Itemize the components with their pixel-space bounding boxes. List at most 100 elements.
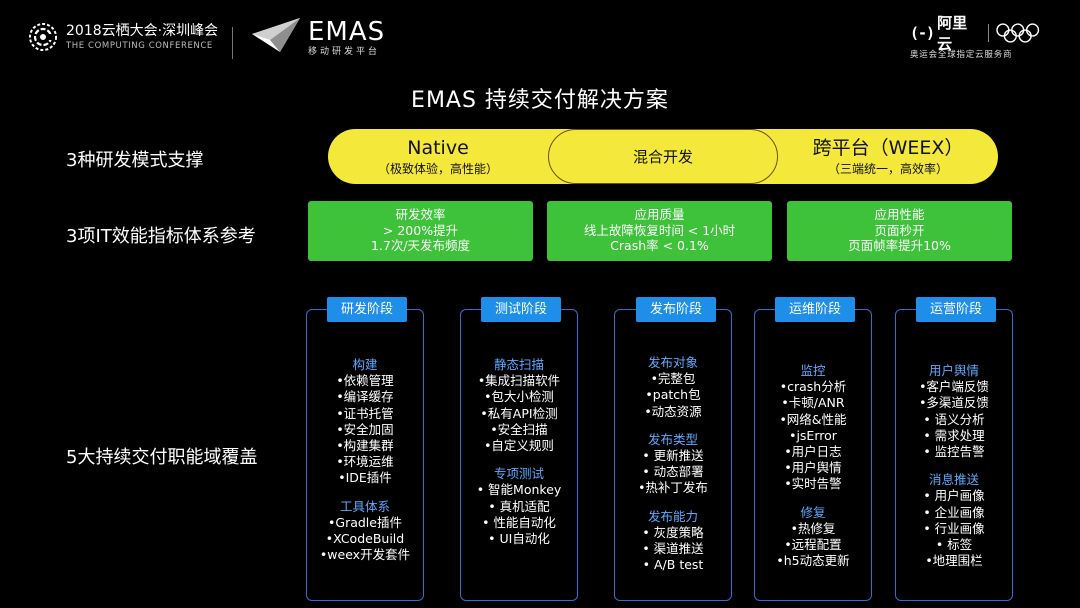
list-item: •jsError [789,427,837,443]
conference-subtitle: THE COMPUTING CONFERENCE [66,40,213,51]
list-item: •包大小检测 [484,389,554,405]
list-item: •客户端反馈 [919,379,989,395]
list-item: • A/B test [642,557,704,573]
stage-tag-operation-growth: 运营阶段 [916,297,996,322]
list-item: •h5动态更新 [776,553,850,569]
metric-line: 研发效率 [395,207,446,222]
section-head: 构建 [352,357,378,372]
list-item: • 真机适配 [488,498,550,514]
list-item: •依赖管理 [336,373,394,389]
aliyun-mark-icon: (-) [910,24,935,42]
stage-tag-release: 发布阶段 [636,297,716,322]
mode-mixed-title: 混合开发 [632,147,693,166]
metric-line: 应用性能 [874,207,925,222]
section-head: 修复 [800,504,826,520]
conference-logo-group: 2018云栖大会·深圳峰会 THE COMPUTING CONFERENCE [28,22,218,52]
list-item: • 动态部署 [642,464,704,480]
list-item: • 标签 [935,537,973,553]
stage-box-release: 发布对象 •完整包 •patch包 •动态资源 发布类型 • 更新推送 • 动态… [614,309,732,601]
metric-box-performance: 应用性能 页面秒开 页面帧率提升10% [787,201,1012,261]
emas-product-subtitle: 移动研发平台 [308,47,381,57]
list-item: •私有API检测 [480,405,558,421]
list-item: • 灰度策略 [642,524,704,540]
stage-box-operations: 监控 •crash分析 •卡顿/ANR •网络&性能 •jsError •用户日… [754,309,872,601]
mode-native: Native （极致体验，高性能） [328,129,626,184]
list-item: • 企业画像 [923,504,985,520]
metric-line: 应用质量 [634,207,685,222]
section-head: 监控 [800,363,826,378]
mode-native-title: Native [407,137,469,159]
section-head: 发布能力 [647,508,698,524]
list-item: • 智能Monkey [476,482,562,498]
emas-logo: EMAS 移动研发平台 [250,16,385,58]
list-item: • 渠道推送 [642,541,704,557]
aliyun-divider [987,24,989,42]
stage-tag-develop: 研发阶段 [327,297,407,322]
list-item: • 更新推送 [642,448,704,464]
mode-mixed: 混合开发 [548,129,778,184]
metric-line: 页面秒开 [874,222,925,238]
list-item: • 语义分析 [923,411,985,427]
list-item: •用户日志 [784,444,842,460]
list-item: •动态资源 [644,403,702,419]
aliyun-logo-group: (-) 阿里云 奥运会全球指定云服务商 [910,14,1040,60]
conference-title: 2018云栖大会·深圳峰会 [66,22,219,39]
list-item: •完整包 [650,371,696,387]
stage-box-operation-growth: 用户舆情 •客户端反馈 •多渠道反馈 • 语义分析 • 需求处理 • 监控告警 … [895,309,1013,601]
emas-paper-plane-icon [252,18,300,52]
mode-weex-title: 跨平台（WEEX） [812,137,964,159]
olympic-rings-icon [995,23,1039,43]
list-item: •XCodeBuild [325,531,405,547]
stage-box-develop: 构建 •依赖管理 •编译缓存 •证书托管 •安全加固 •构建集群 •环境运维 •… [306,309,424,601]
metric-line: 页面帧率提升10% [848,238,951,253]
row-label-domains: 5大持续交付职能域覆盖 [66,447,258,468]
row-label-metrics: 3项IT效能指标体系参考 [66,226,256,247]
list-item: •多渠道反馈 [919,395,989,411]
list-item: • UI自动化 [488,531,550,547]
metric-line: > 200%提升 [382,222,459,238]
list-item: •安全加固 [336,421,394,437]
section-head: 发布对象 [647,355,698,370]
list-item: •weex开发套件 [319,547,411,563]
section-head: 专项测试 [493,466,544,482]
list-item: • 需求处理 [923,427,985,443]
metric-line: 1.7次/天发布频度 [370,238,471,253]
section-head: 静态扫描 [493,357,544,372]
section-head: 用户舆情 [928,363,979,378]
mode-native-subtitle: （极致体验，高性能） [377,162,498,176]
metric-line: Crash率 < 0.1% [610,238,709,253]
header-divider [232,27,233,59]
list-item: •卡顿/ANR [781,395,845,411]
list-item: •热补丁发布 [638,480,708,496]
list-item: •热修复 [790,520,836,536]
list-item: •patch包 [645,387,701,403]
aliyun-brand-name: 阿里云 [937,14,968,53]
list-item: • 行业画像 [923,520,985,536]
section-head: 发布类型 [647,431,698,447]
slide-title: EMAS 持续交付解决方案 [411,88,669,113]
list-item: •远程配置 [784,537,842,553]
section-head: 工具体系 [339,498,390,514]
list-item: •Gradle插件 [328,514,402,530]
list-item: •用户舆情 [784,460,842,476]
list-item: •IDE插件 [338,470,392,486]
list-item: •crash分析 [779,379,847,395]
list-item: •网络&性能 [779,411,847,427]
metric-line: 线上故障恢复时间 < 1小时 [583,222,736,238]
list-item: •环境运维 [336,454,394,470]
list-item: •地理围栏 [925,553,983,569]
stage-tag-test: 测试阶段 [481,297,561,322]
list-item: •安全扫描 [490,421,548,437]
list-item: •证书托管 [336,405,394,421]
list-item: • 用户画像 [923,488,985,504]
list-item: •编译缓存 [336,389,394,405]
row-label-modes: 3种研发模式支撑 [66,150,204,171]
list-item: • 监控告警 [923,444,985,460]
metric-box-quality: 应用质量 线上故障恢复时间 < 1小时 Crash率 < 0.1% [547,201,772,261]
modes-pill-background [328,129,998,184]
metric-box-efficiency: 研发效率 > 200%提升 1.7次/天发布频度 [308,201,533,261]
conference-logo-icon [29,23,57,51]
aliyun-slogan: 奥运会全球指定云服务商 [910,50,1013,60]
stage-tag-operations: 运维阶段 [775,297,855,322]
mode-weex-subtitle: （三端统一，高效率） [827,162,948,176]
